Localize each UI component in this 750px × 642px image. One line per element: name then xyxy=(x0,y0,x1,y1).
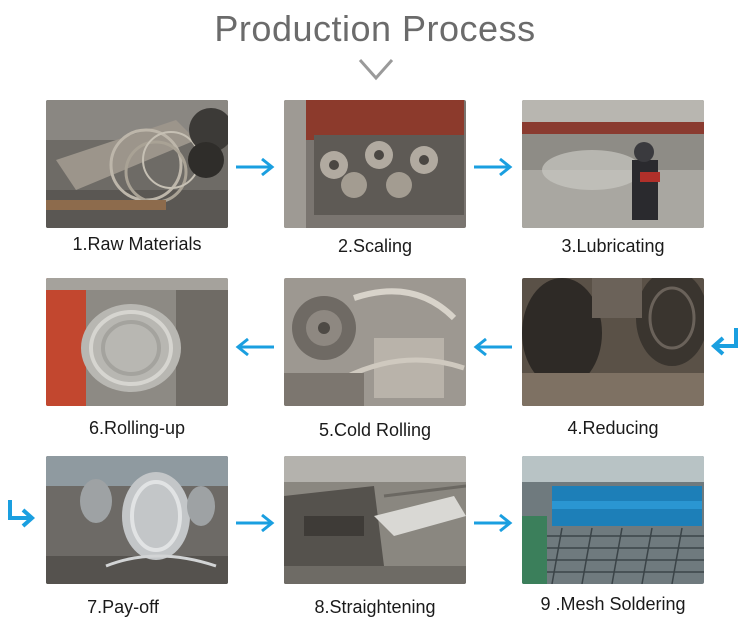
step-caption-7: 7.Pay-off xyxy=(87,597,159,617)
arrow-right-icon xyxy=(234,156,276,178)
photo-straightening xyxy=(284,456,466,584)
photo-lubricating xyxy=(522,100,704,228)
arrow-right-icon xyxy=(472,512,514,534)
arrow-right-icon xyxy=(472,156,514,178)
arrow-right-icon xyxy=(234,512,276,534)
photo-reducing xyxy=(522,278,704,406)
step-caption-6: 6.Rolling-up xyxy=(88,418,186,438)
photo-cold-rolling xyxy=(284,278,466,406)
arrow-left-icon xyxy=(234,336,276,358)
photo-raw-materials xyxy=(46,100,228,228)
step-caption-5: 5.Cold Rolling xyxy=(318,420,432,440)
corner-arrow-down-right-icon xyxy=(8,500,36,528)
arrow-left-icon xyxy=(472,336,514,358)
photo-scaling xyxy=(284,100,466,228)
corner-arrow-down-left-icon xyxy=(710,328,738,356)
photo-rolling-up xyxy=(46,278,228,406)
step-caption-9: 9 .Mesh Soldering xyxy=(540,594,686,614)
step-caption-8: 8.Straightening xyxy=(314,597,436,617)
page-title: Production Process xyxy=(214,8,536,49)
step-caption-1: 1.Raw Materials xyxy=(72,234,202,254)
chevron-down-icon xyxy=(358,59,394,81)
photo-pay-off xyxy=(46,456,228,584)
step-caption-4: 4.Reducing xyxy=(567,418,659,438)
photo-mesh-soldering xyxy=(522,456,704,584)
step-caption-2: 2.Scaling xyxy=(337,236,413,256)
step-caption-3: 3.Lubricating xyxy=(561,236,665,256)
